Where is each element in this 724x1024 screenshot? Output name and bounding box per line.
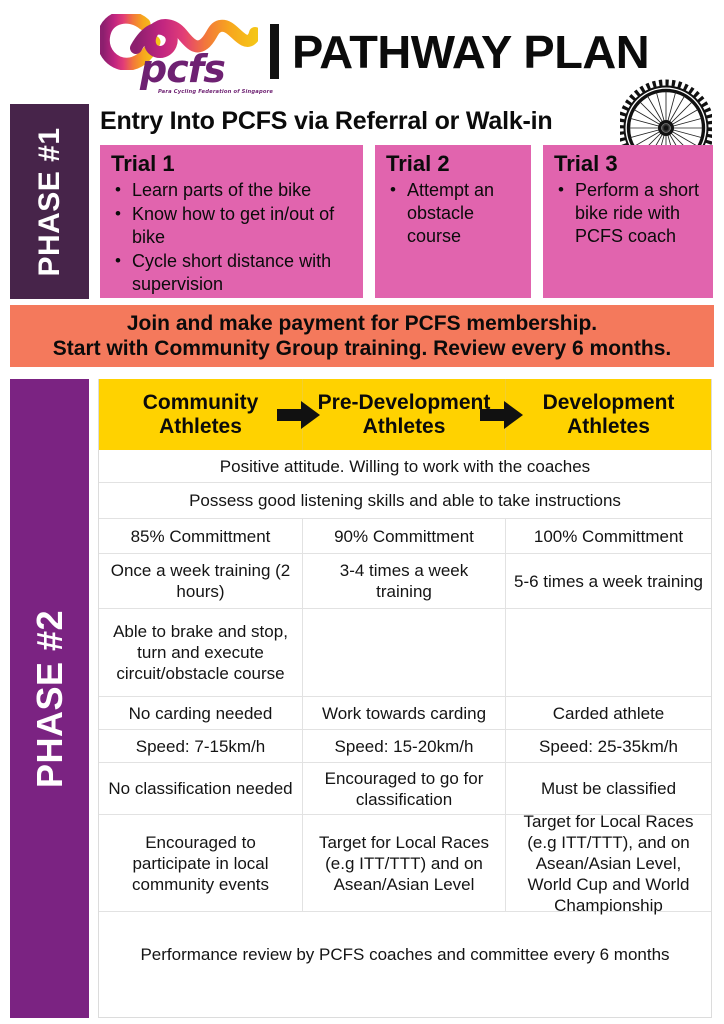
column-header-line-2: Athletes	[567, 414, 650, 438]
table-row: Able to brake and stop, turn and execute…	[99, 609, 711, 697]
table-row: Positive attitude. Willing to work with …	[99, 450, 711, 483]
trial-card-3: Trial 3 Perform a short bike ride with P…	[543, 145, 713, 298]
table-cell: No classification needed	[99, 763, 303, 814]
trial-card-1: Trial 1 Learn parts of the bike Know how…	[100, 145, 363, 298]
column-header-community: Community Athletes	[99, 379, 320, 450]
table-cell: Once a week training (2 hours)	[99, 554, 303, 608]
logo-wordmark: pcfs	[140, 47, 226, 91]
table-row: 85% Committment 90% Committment 100% Com…	[99, 519, 711, 554]
table-cell: Carded athlete	[552, 703, 665, 723]
table-cell: Able to brake and stop, turn and execute…	[99, 609, 303, 696]
column-header-line-2: Athletes	[362, 414, 446, 438]
column-header-line-1: Pre-Development	[317, 390, 491, 414]
table-row: Speed: 7-15km/h Speed: 15-20km/h Speed: …	[99, 730, 711, 763]
table-row: No carding needed Work towards carding C…	[99, 697, 711, 730]
table-row: Once a week training (2 hours) 3-4 times…	[99, 554, 711, 609]
column-header-development: Development Athletes	[506, 379, 711, 450]
table-cell: Target for Local Races (e.g ITT/TTT) and…	[303, 815, 506, 911]
table-cell: 90% Committment	[303, 519, 506, 553]
table-row: Encouraged to participate in local commu…	[99, 811, 711, 915]
table-row: Performance review by PCFS coaches and c…	[99, 912, 711, 996]
phase-1-label: PHASE #1	[32, 126, 66, 277]
table-cell: Performance review by PCFS coaches and c…	[140, 944, 670, 964]
table-cell: 85% Committment	[99, 519, 303, 553]
pathway-table: Community Athletes Pre-Development Athle…	[98, 379, 712, 1018]
table-row: No classification needed Encouraged to g…	[99, 763, 711, 815]
page-header: pcfs Para Cycling Federation of Singapor…	[0, 0, 724, 177]
table-cell: Positive attitude. Willing to work with …	[219, 456, 591, 476]
right-arrow-icon	[480, 400, 523, 429]
trial-card-title: Trial 3	[554, 151, 618, 176]
banner-line-1: Join and make payment for PCFS membershi…	[126, 312, 598, 335]
trial-list-item: Learn parts of the bike	[111, 178, 353, 202]
right-arrow-icon	[277, 400, 320, 429]
table-header-row: Community Athletes Pre-Development Athle…	[99, 379, 711, 450]
logo-tagline: Para Cycling Federation of Singapore	[158, 89, 274, 95]
column-header-line-1: Community	[142, 390, 259, 414]
trial-list-item: Attempt an obstacle course	[386, 178, 521, 248]
trial-list-item: Know how to get in/out of bike	[111, 202, 353, 249]
table-cell: 3-4 times a week training	[303, 554, 506, 608]
trial-card-list: Learn parts of the bike Know how to get …	[111, 178, 353, 296]
column-header-line-1: Development	[542, 390, 675, 414]
table-row: Possess good listening skills and able t…	[99, 483, 711, 519]
table-cell: 5-6 times a week training	[514, 571, 703, 591]
phase-2-label-bar: PHASE #2	[10, 379, 89, 1018]
column-header-line-2: Athletes	[159, 414, 242, 438]
title-divider	[270, 24, 279, 79]
trial-card-list: Perform a short bike ride with PCFS coac…	[554, 178, 703, 248]
phase-1-label-bar: PHASE #1	[10, 104, 89, 299]
table-cell	[506, 609, 711, 696]
table-cell: Speed: 15-20km/h	[303, 730, 506, 762]
trial-list-item: Perform a short bike ride with PCFS coac…	[554, 178, 703, 248]
table-cell	[303, 609, 506, 696]
pcfs-swoosh-icon	[100, 14, 258, 70]
table-cell: Speed: 25-35km/h	[539, 736, 678, 756]
banner-line-2: Start with Community Group training. Rev…	[52, 337, 672, 360]
table-cell: Encouraged to participate in local commu…	[99, 815, 303, 911]
table-cell: 100% Committment	[533, 526, 684, 546]
phase-1-heading: Entry Into PCFS via Referral or Walk-in	[100, 107, 553, 135]
column-header-pre-development: Pre-Development Athletes	[303, 379, 523, 450]
pcfs-logo: pcfs Para Cycling Federation of Singapor…	[100, 14, 273, 95]
table-cell: No carding needed	[99, 697, 303, 729]
trial-card-2: Trial 2 Attempt an obstacle course	[375, 145, 531, 298]
table-cell: Encouraged to go for classification	[303, 763, 506, 814]
phase-2-label: PHASE #2	[28, 609, 70, 788]
table-cell: Work towards carding	[303, 697, 506, 729]
table-cell: Must be classified	[540, 779, 677, 798]
trial-list-item: Cycle short distance with supervision	[111, 249, 353, 296]
trial-card-list: Attempt an obstacle course	[386, 178, 521, 248]
trial-card-title: Trial 2	[386, 151, 450, 176]
table-cell: Speed: 7-15km/h	[99, 730, 303, 762]
trial-card-title: Trial 1	[111, 151, 175, 176]
membership-banner: Join and make payment for PCFS membershi…	[10, 305, 714, 367]
table-cell: Target for Local Races (e.g ITT/TTT), an…	[523, 811, 694, 915]
table-cell: Possess good listening skills and able t…	[189, 491, 621, 510]
page-title: PATHWAY PLAN	[292, 26, 650, 78]
